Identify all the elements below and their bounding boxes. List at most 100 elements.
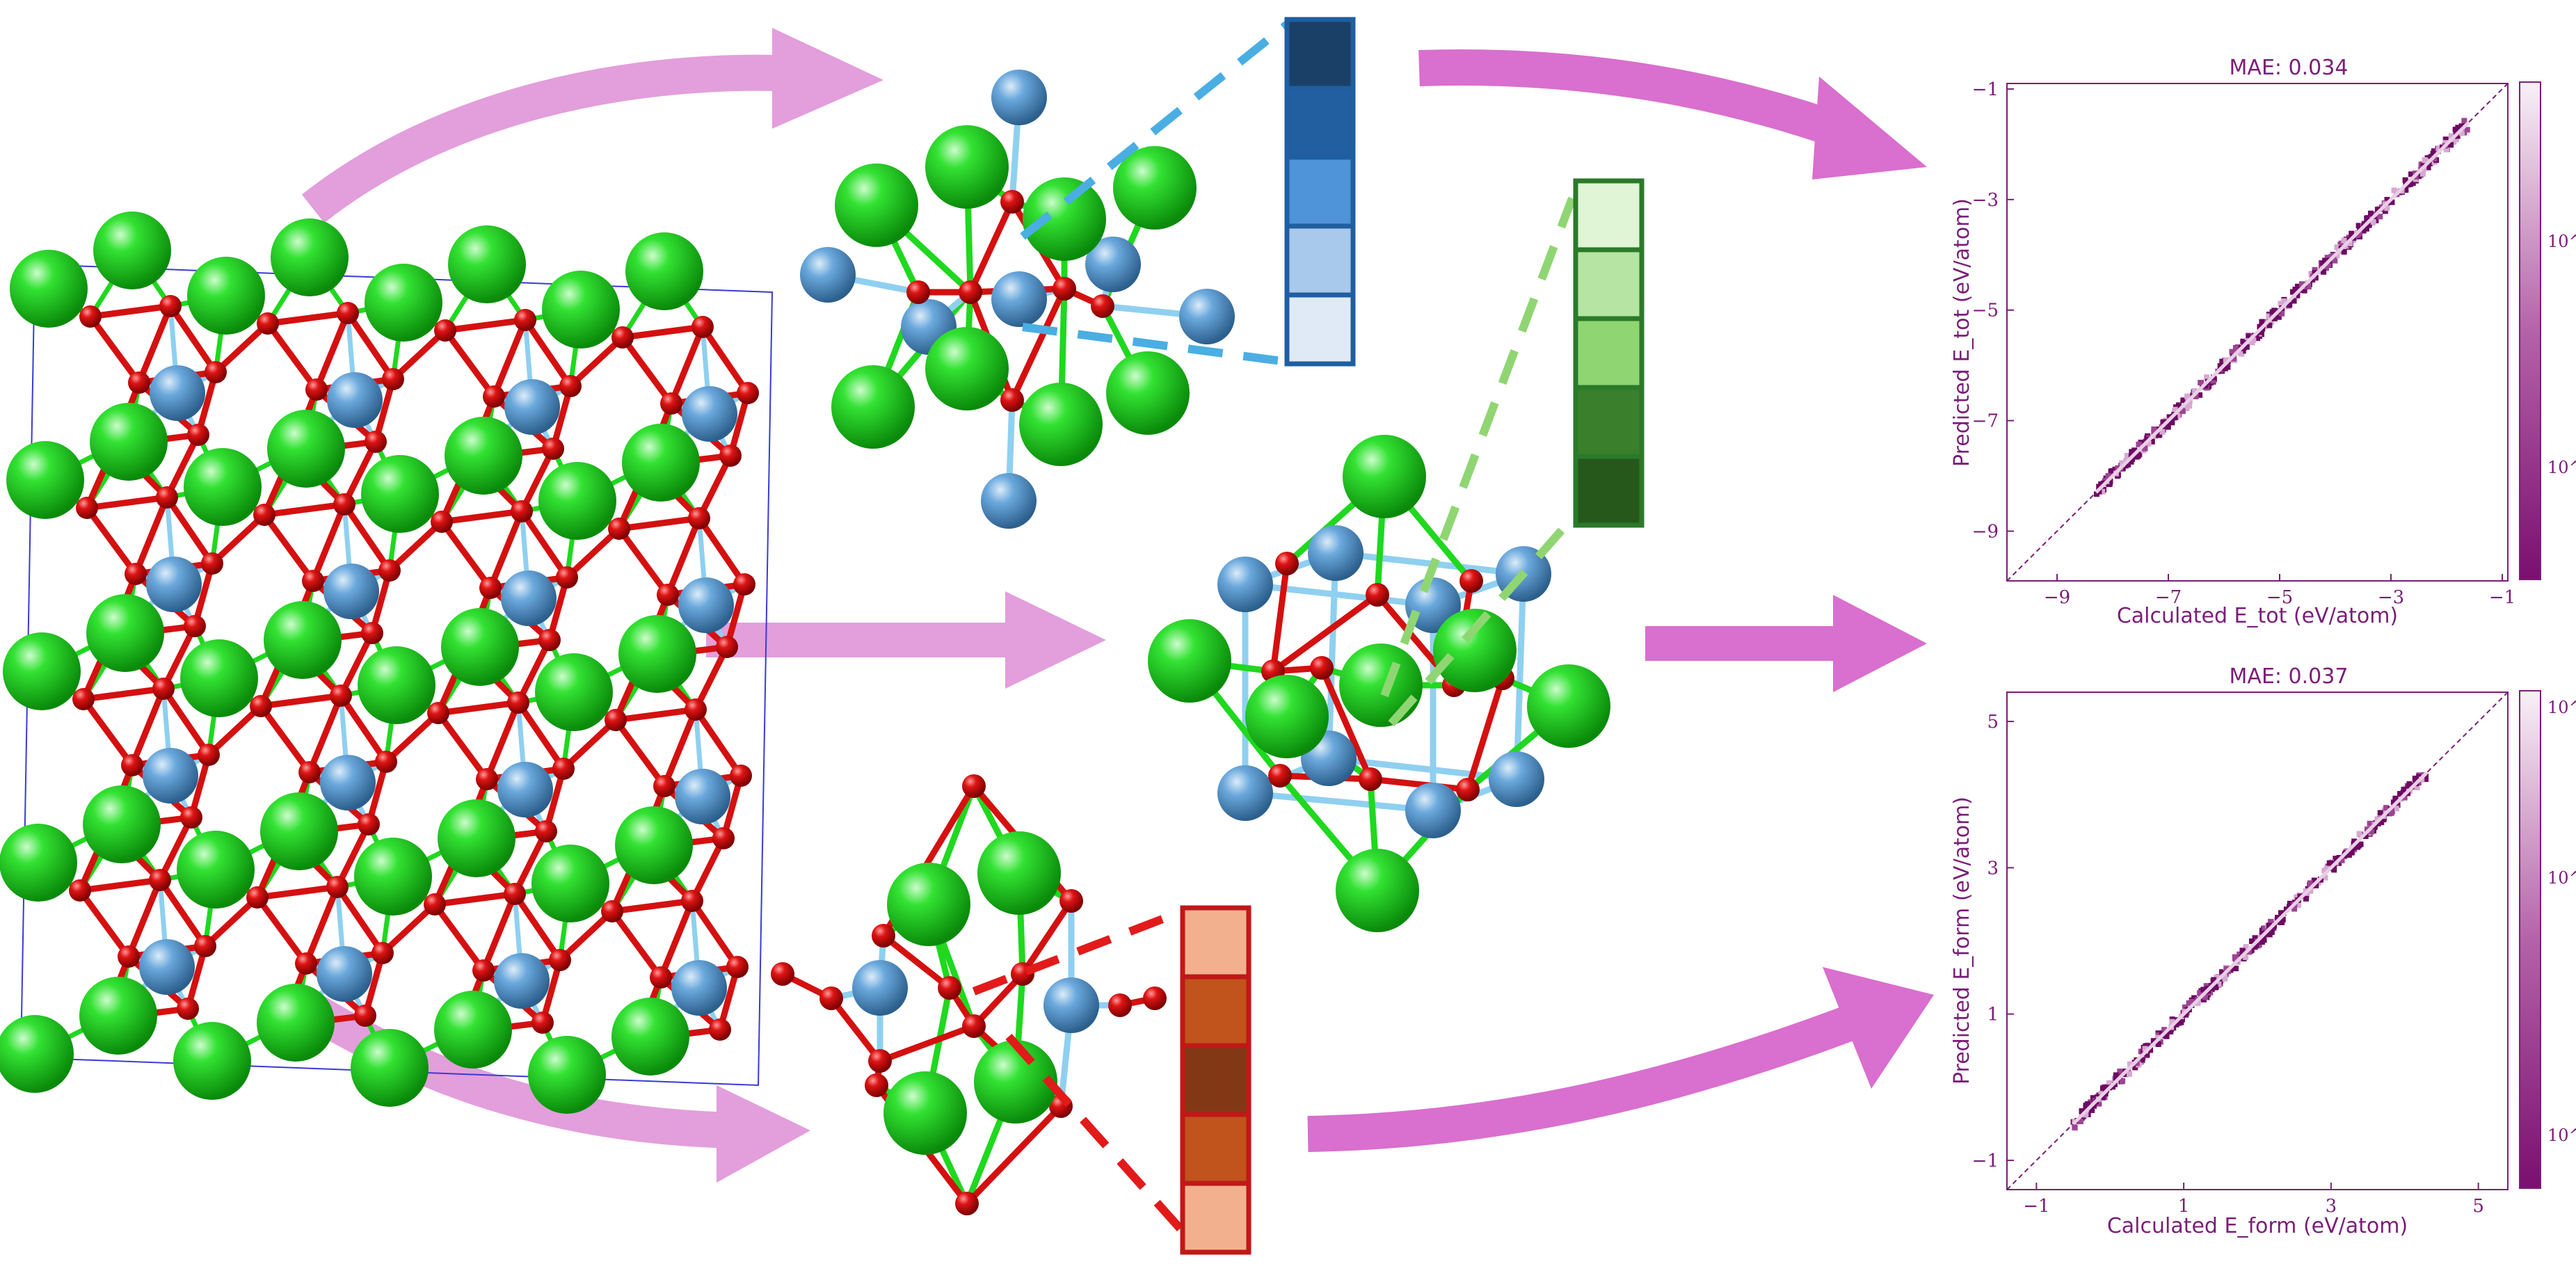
data-point — [2117, 1069, 2123, 1075]
atom-red — [365, 431, 387, 453]
atom-green — [615, 806, 693, 884]
data-point — [2134, 1060, 2140, 1066]
bond — [334, 822, 372, 889]
bond — [337, 631, 376, 698]
data-point — [2253, 943, 2259, 949]
atom-blue — [800, 247, 856, 303]
atom-blue — [1405, 783, 1461, 838]
atom-green — [267, 410, 345, 488]
atom-red — [72, 688, 95, 710]
data-point — [2246, 949, 2253, 955]
arrow-bottom-right — [1307, 967, 1934, 1152]
data-point — [2243, 344, 2250, 350]
atom-green — [90, 403, 168, 481]
data-point — [2459, 130, 2465, 136]
atom-red — [514, 309, 536, 331]
bond — [829, 996, 883, 1063]
atom-red — [1091, 294, 1114, 318]
data-point — [2311, 877, 2317, 884]
data-point — [2312, 266, 2318, 273]
plot-title: MAE: 0.037 — [2230, 664, 2349, 689]
atom-red — [177, 998, 199, 1020]
data-point — [2304, 892, 2310, 898]
data-point — [2216, 981, 2222, 987]
feature-cell — [1284, 17, 1356, 91]
data-point — [2402, 177, 2408, 183]
atom-green — [625, 232, 703, 310]
atom-green — [1245, 675, 1329, 758]
atom-green — [1527, 664, 1610, 748]
bond — [564, 526, 622, 580]
atom-red — [69, 879, 91, 902]
bond — [90, 303, 171, 320]
atom-red — [1059, 889, 1083, 913]
data-point — [2175, 402, 2182, 408]
data-point — [2232, 344, 2239, 351]
feature-cell — [1573, 247, 1645, 321]
bond — [487, 510, 525, 589]
data-point — [2151, 429, 2157, 435]
data-point — [2259, 319, 2265, 325]
data-point — [2279, 310, 2285, 317]
atom-red — [257, 312, 279, 335]
data-point — [2127, 1071, 2133, 1077]
bond — [206, 703, 264, 758]
data-point — [2378, 820, 2385, 826]
data-point — [2289, 289, 2296, 295]
atom-red — [76, 497, 98, 519]
data-point — [2275, 915, 2281, 921]
data-point — [2157, 431, 2163, 438]
data-point — [2349, 230, 2355, 237]
data-point — [2401, 794, 2408, 801]
data-point — [2217, 363, 2223, 369]
data-point — [2223, 357, 2229, 363]
bond — [83, 685, 164, 703]
atom-green — [883, 1071, 967, 1155]
data-point — [2425, 164, 2431, 170]
atom-red — [962, 1014, 986, 1038]
bond — [164, 495, 215, 566]
colorbar — [2519, 81, 2541, 580]
unit-cell-structure — [0, 211, 774, 1114]
data-point — [2183, 1012, 2189, 1018]
data-point — [2271, 925, 2277, 931]
atom-red — [737, 382, 759, 404]
atom-green — [6, 441, 84, 519]
atom-green — [1019, 383, 1103, 466]
bond — [557, 909, 615, 963]
data-point — [2232, 966, 2239, 972]
data-point — [2250, 337, 2257, 343]
data-point — [2212, 984, 2218, 990]
bond — [515, 638, 553, 705]
bond — [264, 501, 345, 518]
bond — [518, 447, 557, 513]
data-point — [2393, 806, 2399, 812]
bond — [620, 335, 674, 406]
atom-red — [201, 552, 223, 575]
data-point — [2364, 826, 2370, 833]
feature-cell — [1180, 1112, 1251, 1186]
data-point — [2258, 329, 2264, 335]
atom-red — [479, 577, 502, 599]
data-point — [2435, 145, 2442, 152]
data-point — [2413, 777, 2419, 783]
bond — [160, 624, 198, 691]
data-point — [2346, 852, 2352, 858]
data-point — [2332, 257, 2338, 264]
atom-green — [611, 998, 689, 1076]
bond — [613, 718, 667, 788]
data-point — [2294, 283, 2301, 289]
atom-green — [271, 218, 349, 296]
bond — [511, 829, 550, 896]
atom-blue — [1085, 237, 1141, 292]
atom-blue — [320, 755, 376, 810]
data-point — [2369, 829, 2375, 835]
atom-red — [819, 986, 843, 1010]
atom-red — [382, 368, 404, 390]
bond — [1009, 287, 1068, 401]
atom-red — [298, 761, 321, 783]
x-axis-label: Calculated E_tot (eV/atom) — [2117, 604, 2398, 628]
colorbar — [2519, 690, 2541, 1189]
colorbar-tick: 10^3 — [2547, 232, 2576, 251]
data-point — [2200, 986, 2207, 993]
